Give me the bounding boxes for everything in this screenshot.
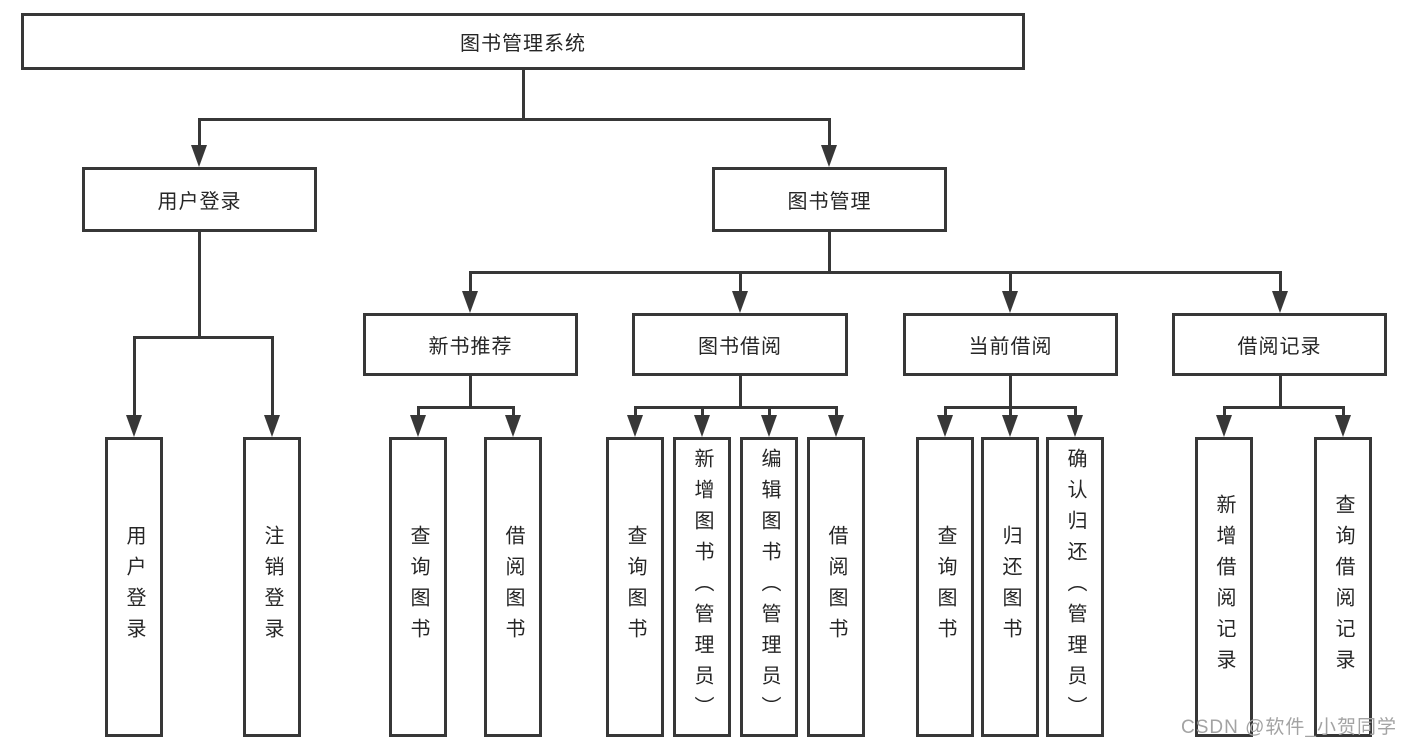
leaf-logout: 注销登录 xyxy=(243,437,301,737)
node-label: 图书管理 xyxy=(787,191,872,213)
connector-line-vertical xyxy=(197,232,201,339)
arrowhead-down-icon xyxy=(462,291,478,313)
connector-line-horizontal xyxy=(633,406,838,409)
node-label: 借阅记录 xyxy=(1237,336,1322,358)
arrowhead-down-icon xyxy=(828,415,844,437)
connector-line-vertical xyxy=(827,118,831,149)
leaf-label: 借阅图书 xyxy=(502,525,524,649)
leaf-label: 查询借阅记录 xyxy=(1332,494,1354,680)
node-label: 图书借阅 xyxy=(698,336,782,358)
leaf-records-add-borrow-record: 新增借阅记录 xyxy=(1195,437,1253,737)
arrowhead-down-icon xyxy=(505,415,521,437)
connector-line-vertical xyxy=(132,336,136,419)
leaf-borrow-borrow-books: 借阅图书 xyxy=(807,437,865,737)
connector-line-vertical xyxy=(1341,406,1345,419)
leaf-label: 归还图书 xyxy=(999,525,1021,649)
connector-line-vertical xyxy=(1008,406,1012,419)
arrowhead-down-icon xyxy=(1002,291,1018,313)
leaf-label: 编辑图书（管理员） xyxy=(758,447,780,727)
arrowhead-down-icon xyxy=(1335,415,1351,437)
node-label: 新书推荐 xyxy=(428,336,513,358)
connector-line-horizontal xyxy=(416,406,515,409)
leaf-label: 确认归还（管理员） xyxy=(1064,447,1086,727)
connector-line-vertical xyxy=(738,376,742,409)
connector-line-horizontal xyxy=(132,336,274,339)
watermark-text: CSDN @软件_小贺同学 xyxy=(1181,717,1397,738)
connector-line-vertical xyxy=(1073,406,1077,419)
node-borrow-records: 借阅记录 xyxy=(1172,313,1387,376)
connector-line-horizontal xyxy=(197,118,831,121)
leaf-label: 借阅图书 xyxy=(825,525,847,649)
connector-line-vertical xyxy=(767,406,771,419)
arrowhead-down-icon xyxy=(264,415,280,437)
leaf-label: 查询图书 xyxy=(624,525,646,649)
connector-line-vertical xyxy=(197,118,201,149)
arrowhead-down-icon xyxy=(732,291,748,313)
leaf-borrow-edit-books-admin: 编辑图书（管理员） xyxy=(740,437,798,737)
connector-line-vertical xyxy=(943,406,947,419)
node-user-login: 用户登录 xyxy=(82,167,317,232)
leaf-label: 用户登录 xyxy=(123,525,145,649)
leaf-label: 注销登录 xyxy=(261,525,283,649)
leaf-newbook-query-books: 查询图书 xyxy=(389,437,447,737)
leaf-borrow-query-books: 查询图书 xyxy=(606,437,664,737)
leaf-borrow-add-books-admin: 新增图书（管理员） xyxy=(673,437,731,737)
leaf-label: 新增借阅记录 xyxy=(1213,494,1235,680)
leaf-current-query-books: 查询图书 xyxy=(916,437,974,737)
arrowhead-down-icon xyxy=(191,145,207,167)
arrowhead-down-icon xyxy=(1216,415,1232,437)
connector-line-vertical xyxy=(834,406,838,419)
leaf-current-return-books: 归还图书 xyxy=(981,437,1039,737)
node-book-management: 图书管理 xyxy=(712,167,947,232)
connector-line-vertical xyxy=(521,69,525,121)
node-label: 用户登录 xyxy=(157,191,242,213)
connector-line-vertical xyxy=(468,271,472,295)
connector-line-vertical xyxy=(827,232,831,274)
leaf-records-query-borrow-record: 查询借阅记录 xyxy=(1314,437,1372,737)
arrowhead-down-icon xyxy=(694,415,710,437)
leaf-label: 新增图书（管理员） xyxy=(691,447,713,727)
node-book-borrowing: 图书借阅 xyxy=(632,313,848,376)
arrowhead-down-icon xyxy=(937,415,953,437)
connector-line-vertical xyxy=(1222,406,1226,419)
arrowhead-down-icon xyxy=(126,415,142,437)
connector-line-vertical xyxy=(511,406,515,419)
connector-line-vertical xyxy=(1278,376,1282,409)
connector-line-vertical xyxy=(1278,271,1282,295)
arrowhead-down-icon xyxy=(821,145,837,167)
leaf-current-confirm-return-admin: 确认归还（管理员） xyxy=(1046,437,1104,737)
leaf-user-login: 用户登录 xyxy=(105,437,163,737)
connector-line-horizontal xyxy=(468,271,1282,274)
connector-line-vertical xyxy=(633,406,637,419)
connector-line-vertical xyxy=(1008,376,1012,409)
arrowhead-down-icon xyxy=(410,415,426,437)
leaf-label: 查询图书 xyxy=(934,525,956,649)
leaf-label: 查询图书 xyxy=(407,525,429,649)
node-label: 当前借阅 xyxy=(968,336,1053,358)
connector-line-vertical xyxy=(1008,271,1012,295)
node-new-book-recommend: 新书推荐 xyxy=(363,313,578,376)
connector-line-horizontal xyxy=(1222,406,1345,409)
connector-line-vertical xyxy=(468,376,472,409)
connector-line-vertical xyxy=(738,271,742,295)
connector-line-vertical xyxy=(700,406,704,419)
arrowhead-down-icon xyxy=(1272,291,1288,313)
connector-line-vertical xyxy=(270,336,274,419)
leaf-newbook-borrow-books: 借阅图书 xyxy=(484,437,542,737)
arrowhead-down-icon xyxy=(627,415,643,437)
arrowhead-down-icon xyxy=(1002,415,1018,437)
arrowhead-down-icon xyxy=(1067,415,1083,437)
node-current-borrowing: 当前借阅 xyxy=(903,313,1118,376)
connector-line-vertical xyxy=(416,406,420,419)
node-library-management-system: 图书管理系统 xyxy=(21,13,1025,70)
node-label: 图书管理系统 xyxy=(460,33,586,55)
arrowhead-down-icon xyxy=(761,415,777,437)
